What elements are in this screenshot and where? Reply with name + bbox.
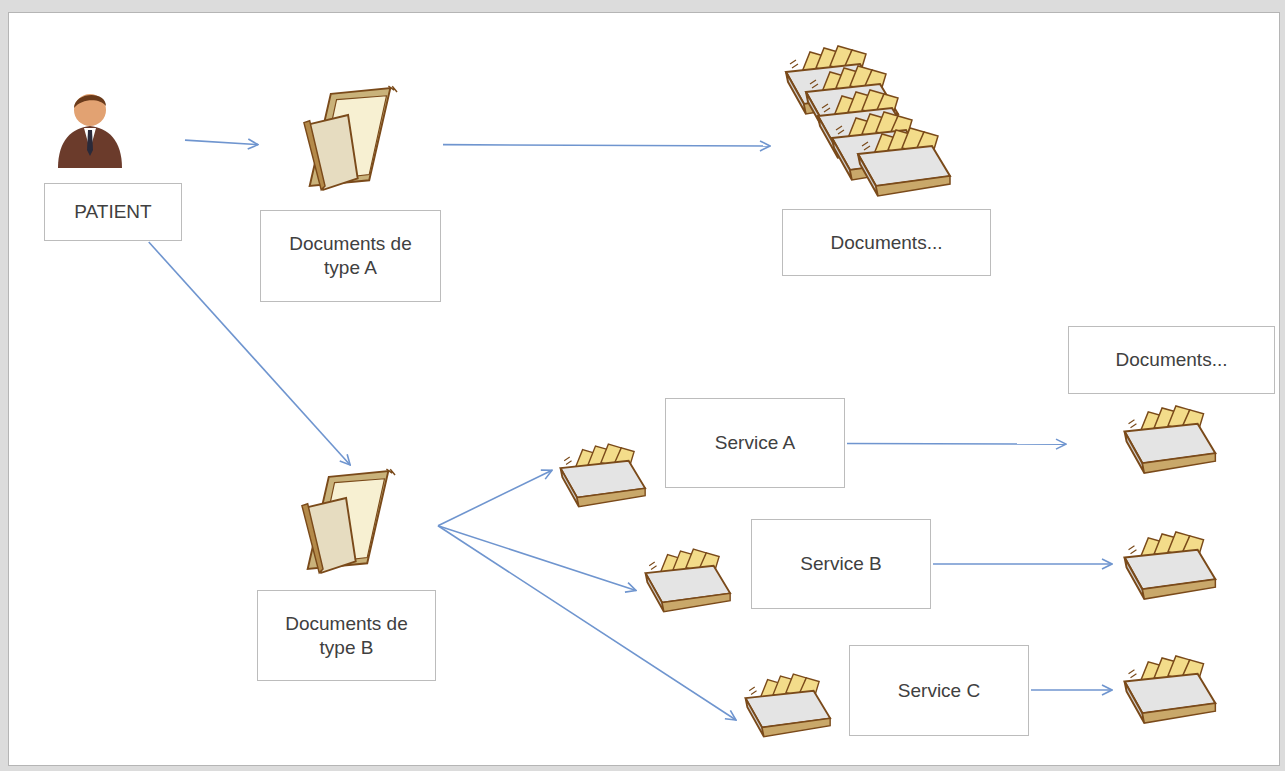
card-file-icon (561, 444, 646, 507)
service-node: Service C (736, 643, 1031, 750)
card-file-icon (746, 674, 831, 737)
node-label: PATIENT (74, 200, 151, 224)
node-label: Service A (715, 431, 795, 455)
label-box: PATIENT (44, 183, 182, 241)
file-icon (1125, 532, 1216, 599)
file-icon (1125, 656, 1216, 723)
label-box: Service C (849, 645, 1029, 736)
label-stack: Documents... (831, 231, 943, 255)
flow-arrow (185, 140, 258, 145)
label-box: Documents... (782, 209, 991, 276)
folder-icon (302, 469, 395, 573)
card-file-icon (646, 549, 731, 612)
label-box: Service A (665, 398, 845, 488)
folder-node: Documents de type B (255, 465, 438, 682)
label-stack: Documents de type A (269, 232, 432, 280)
file-icon (1125, 406, 1216, 473)
actor-node: PATIENT (40, 90, 185, 242)
label-stack: Documents de type B (266, 612, 427, 660)
label-box: Documents... (1068, 326, 1275, 394)
file-stack-icon (786, 46, 950, 196)
node-label: Documents de type A (269, 232, 432, 280)
label-stack: PATIENT (74, 200, 151, 224)
folder-icon (304, 86, 397, 190)
service-node: Service A (552, 396, 847, 512)
label-box: Service B (751, 519, 931, 609)
flow-arrow (438, 526, 636, 591)
label-stack: Service C (898, 679, 980, 703)
flow-arrow (443, 145, 770, 146)
folder-node: Documents de type A (258, 80, 443, 303)
label-box: Documents de type A (260, 210, 441, 302)
node-label: Documents... (831, 231, 943, 255)
label-stack: Service B (800, 552, 881, 576)
node-label: Documents de type B (266, 612, 427, 660)
label-stack: Documents... (1116, 348, 1228, 372)
node-label: Service B (800, 552, 881, 576)
output-node: Documents... (1066, 324, 1277, 478)
node-label: Documents... (1116, 348, 1228, 372)
label-stack: Service A (715, 431, 795, 455)
node-label: Service C (898, 679, 980, 703)
label-box: Documents de type B (257, 590, 436, 681)
flow-arrow (438, 526, 736, 720)
archive-node: Documents... (770, 38, 993, 278)
person-icon (58, 94, 122, 168)
output-arrow (1031, 689, 1112, 691)
flow-arrow (847, 443, 1066, 445)
service-node: Service B (636, 517, 933, 625)
output-arrow (933, 563, 1112, 565)
flow-arrow (438, 470, 552, 526)
